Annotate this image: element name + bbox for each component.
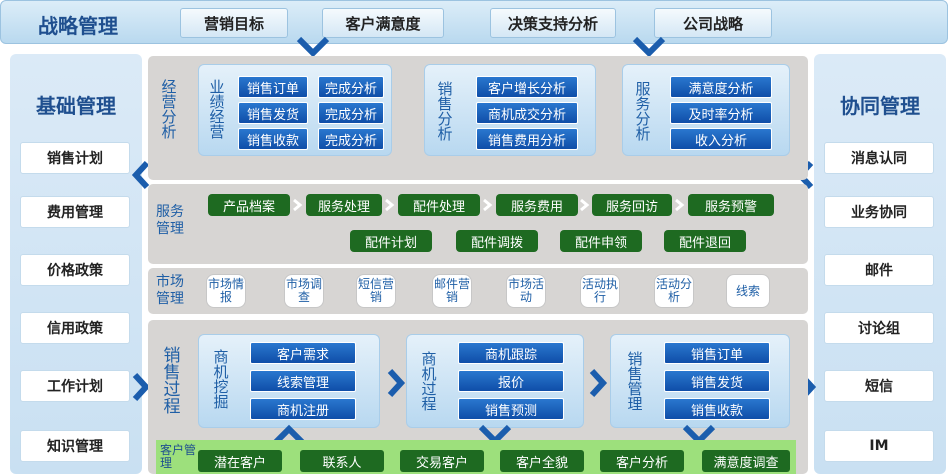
email-marketing-button[interactable]: 邮件营销 bbox=[432, 274, 472, 308]
perf-sales-shipment-button[interactable]: 销售发货 bbox=[238, 102, 308, 124]
right-arrow-icon bbox=[132, 372, 150, 402]
market-intel-button[interactable]: 市场情报 bbox=[206, 274, 246, 308]
service-step-button[interactable]: 服务回访 bbox=[592, 194, 672, 216]
customer-growth-analysis-button[interactable]: 客户增长分析 bbox=[476, 76, 578, 98]
sales-receipt-button[interactable]: 销售收款 bbox=[664, 398, 770, 420]
sales-forecast-button[interactable]: 销售预测 bbox=[458, 398, 564, 420]
revenue-analysis-button[interactable]: 收入分析 bbox=[670, 128, 772, 150]
sidebar-item-mail[interactable]: 邮件 bbox=[824, 254, 934, 286]
customer-needs-button[interactable]: 客户需求 bbox=[250, 342, 356, 364]
parts-return-button[interactable]: 配件退回 bbox=[664, 230, 746, 252]
parts-plan-button[interactable]: 配件计划 bbox=[350, 230, 432, 252]
down-arrow-icon bbox=[296, 36, 330, 58]
sales-management-label: 销售管理 bbox=[627, 350, 643, 413]
service-management-label: 服务管理 bbox=[156, 204, 184, 237]
sms-marketing-button[interactable]: 短信营销 bbox=[356, 274, 396, 308]
opportunity-mining-label: 商机挖掘 bbox=[213, 348, 229, 411]
right-arrow-icon bbox=[387, 368, 406, 398]
service-step-button[interactable]: 服务费用 bbox=[496, 194, 578, 216]
chevron-right-icon bbox=[293, 198, 303, 212]
performance-label: 业绩经营 bbox=[209, 78, 225, 141]
sidebar-item-discussion[interactable]: 讨论组 bbox=[824, 312, 934, 344]
right-arrow-icon bbox=[589, 368, 608, 398]
tab-customer-satisfaction[interactable]: 客户满意度 bbox=[322, 8, 444, 38]
service-step-button[interactable]: 服务预警 bbox=[688, 194, 774, 216]
perf-analysis-button[interactable]: 完成分析 bbox=[318, 102, 384, 124]
activity-analysis-button[interactable]: 活动分析 bbox=[654, 274, 694, 308]
service-step-button[interactable]: 产品档案 bbox=[208, 194, 290, 216]
satisfaction-survey-button[interactable]: 满意度调查 bbox=[702, 450, 790, 472]
perf-analysis-button[interactable]: 完成分析 bbox=[318, 76, 384, 98]
parts-transfer-button[interactable]: 配件调拨 bbox=[456, 230, 538, 252]
market-management-label: 市场管理 bbox=[156, 274, 184, 307]
sidebar-item-work-plan[interactable]: 工作计划 bbox=[20, 370, 130, 402]
market-survey-button[interactable]: 市场调查 bbox=[284, 274, 324, 308]
sales-process-label: 销售过程 bbox=[163, 346, 181, 417]
basic-management-title: 基础管理 bbox=[36, 94, 116, 118]
perf-analysis-button[interactable]: 完成分析 bbox=[318, 128, 384, 150]
timeliness-analysis-button[interactable]: 及时率分析 bbox=[670, 102, 772, 124]
leads-button[interactable]: 线索 bbox=[726, 274, 770, 308]
sidebar-item-im[interactable]: IM bbox=[824, 430, 934, 462]
perf-sales-order-button[interactable]: 销售订单 bbox=[238, 76, 308, 98]
sidebar-item-knowledge[interactable]: 知识管理 bbox=[20, 430, 130, 462]
chevron-right-icon bbox=[675, 198, 685, 212]
chevron-right-icon bbox=[385, 198, 395, 212]
potential-customer-button[interactable]: 潜在客户 bbox=[198, 450, 282, 472]
opportunity-tracking-button[interactable]: 商机跟踪 bbox=[458, 342, 564, 364]
tab-marketing-target[interactable]: 营销目标 bbox=[180, 8, 288, 38]
customer-overview-button[interactable]: 客户全貌 bbox=[500, 450, 584, 472]
transaction-customer-button[interactable]: 交易客户 bbox=[400, 450, 484, 472]
sales-expense-analysis-button[interactable]: 销售费用分析 bbox=[476, 128, 578, 150]
tab-company-strategy[interactable]: 公司战略 bbox=[654, 8, 772, 38]
activity-execution-button[interactable]: 活动执行 bbox=[580, 274, 620, 308]
market-activity-button[interactable]: 市场活动 bbox=[506, 274, 546, 308]
service-step-button[interactable]: 服务处理 bbox=[306, 194, 382, 216]
sales-order-button[interactable]: 销售订单 bbox=[664, 342, 770, 364]
sales-analysis-label: 销售分析 bbox=[437, 80, 453, 143]
sales-shipment-button[interactable]: 销售发货 bbox=[664, 370, 770, 392]
left-arrow-icon bbox=[132, 160, 150, 190]
strategy-bar bbox=[0, 0, 948, 44]
customer-analysis-button[interactable]: 客户分析 bbox=[600, 450, 684, 472]
market-management-panel bbox=[148, 268, 808, 314]
satisfaction-analysis-button[interactable]: 满意度分析 bbox=[670, 76, 772, 98]
service-analysis-label: 服务分析 bbox=[635, 80, 651, 143]
sidebar-item-price-policy[interactable]: 价格政策 bbox=[20, 254, 130, 286]
down-arrow-icon bbox=[632, 36, 666, 58]
opportunity-process-label: 商机过程 bbox=[421, 350, 437, 413]
up-arrow-icon bbox=[272, 424, 306, 446]
sidebar-item-credit-policy[interactable]: 信用政策 bbox=[20, 312, 130, 344]
parts-request-button[interactable]: 配件申领 bbox=[560, 230, 642, 252]
opportunity-deal-analysis-button[interactable]: 商机成交分析 bbox=[476, 102, 578, 124]
perf-sales-receipt-button[interactable]: 销售收款 bbox=[238, 128, 308, 150]
customer-management-label: 客户管理 bbox=[160, 443, 197, 470]
sidebar-item-business-collab[interactable]: 业务协同 bbox=[824, 196, 934, 228]
opportunity-register-button[interactable]: 商机注册 bbox=[250, 398, 356, 420]
collaboration-title: 协同管理 bbox=[840, 94, 920, 118]
chevron-right-icon bbox=[580, 198, 590, 212]
service-step-button[interactable]: 配件处理 bbox=[398, 194, 480, 216]
lead-management-button[interactable]: 线索管理 bbox=[250, 370, 356, 392]
contacts-button[interactable]: 联系人 bbox=[300, 450, 384, 472]
sidebar-item-message[interactable]: 消息认同 bbox=[824, 142, 934, 174]
chevron-right-icon bbox=[483, 198, 493, 212]
quote-button[interactable]: 报价 bbox=[458, 370, 564, 392]
tab-decision-support[interactable]: 决策支持分析 bbox=[490, 8, 616, 38]
sidebar-item-sales-plan[interactable]: 销售计划 bbox=[20, 142, 130, 174]
strategy-title: 战略管理 bbox=[38, 14, 118, 38]
operations-analysis-label: 经营分析 bbox=[161, 78, 177, 141]
sidebar-item-expense[interactable]: 费用管理 bbox=[20, 196, 130, 228]
sidebar-item-sms[interactable]: 短信 bbox=[824, 370, 934, 402]
